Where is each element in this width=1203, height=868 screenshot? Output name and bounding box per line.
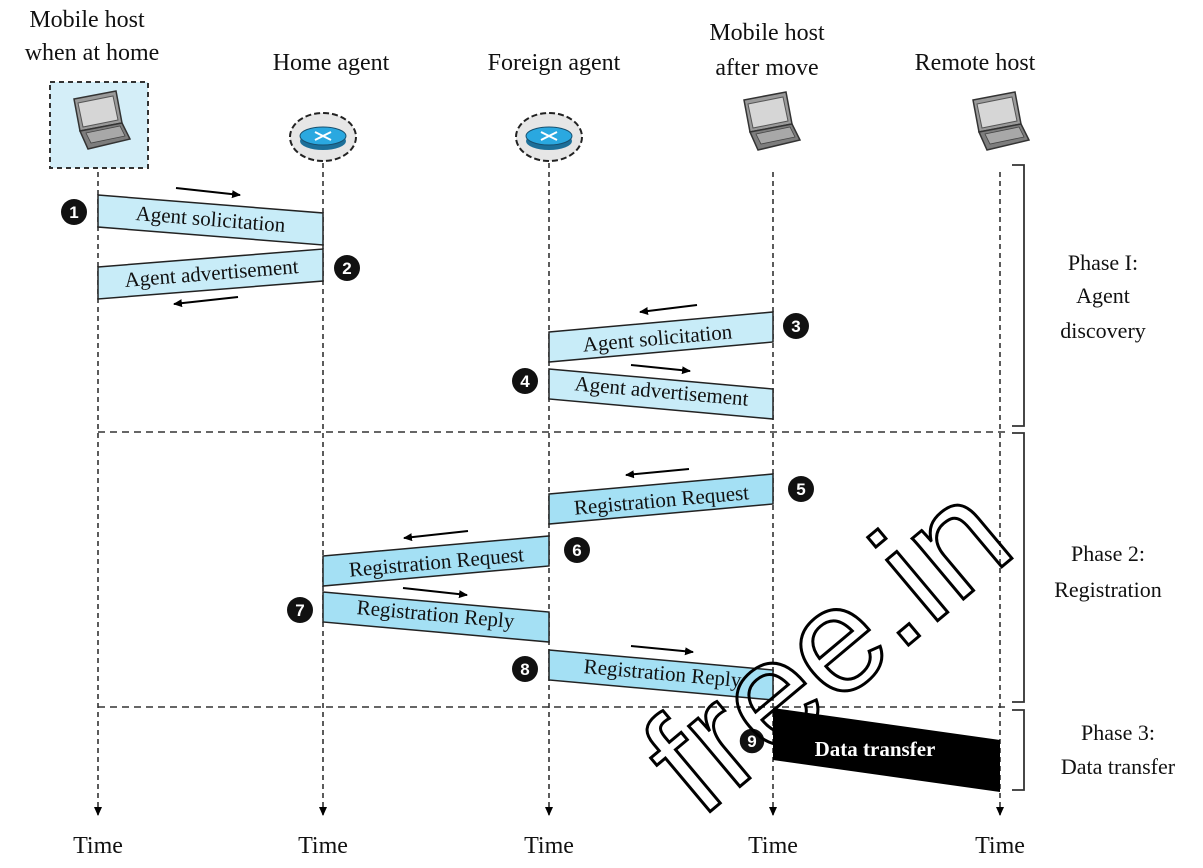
direction-arrow [630, 364, 691, 375]
step-badge [334, 255, 360, 281]
entity-name-home-agent: Home agent [273, 50, 390, 76]
phase-bracket [1012, 709, 1025, 791]
message-7: Registration Reply 7 [287, 587, 550, 643]
phase-line1: Phase I: [1068, 250, 1138, 275]
message-5: Registration Request 5 [548, 468, 814, 525]
direction-arrow [402, 587, 468, 599]
phase-line1: Phase 2: [1071, 541, 1145, 566]
time-label: Time [73, 833, 123, 859]
step-badge [512, 656, 538, 682]
phase-line1: Phase 3: [1081, 720, 1155, 745]
phase-line2: Registration [1054, 577, 1162, 602]
time-label: Time [975, 833, 1025, 859]
entity-name-remote-host: Remote host [915, 50, 1036, 76]
direction-arrow [639, 304, 698, 315]
step-number: 4 [520, 372, 530, 391]
step-number: 9 [747, 732, 756, 751]
step-badge [61, 199, 87, 225]
entity-header-mobile-home: Mobile host when at home [25, 7, 160, 66]
message-9: Data transfer 9 [738, 708, 1000, 792]
message-4: Agent advertisement 4 [512, 364, 774, 420]
message-label: Data transfer [815, 737, 936, 761]
step-badge [512, 368, 538, 394]
entity-name-line2: after move [715, 55, 818, 81]
direction-arrow [403, 530, 469, 542]
entity-name-line1: Mobile host [709, 20, 825, 46]
time-label: Time [748, 833, 798, 859]
time-label: Time [524, 833, 574, 859]
step-number: 1 [69, 203, 78, 222]
message-2: Agent advertisement 2 [97, 248, 360, 308]
step-number: 6 [572, 541, 581, 560]
step-badge [287, 597, 313, 623]
entity-name-foreign-agent: Foreign agent [488, 50, 621, 76]
message-3: Agent solicitation 3 [548, 304, 809, 363]
router-icon [515, 112, 583, 162]
phase-bracket [1012, 432, 1025, 703]
message-6: Registration Request 6 [322, 530, 590, 587]
phase-label-2: Phase 2: Registration [1054, 541, 1162, 602]
router-icon [289, 112, 357, 162]
phase-line2: Agent [1076, 283, 1130, 308]
phase-separators [98, 431, 1010, 708]
step-number: 2 [342, 259, 351, 278]
step-badge [783, 313, 809, 339]
direction-arrow [173, 296, 239, 308]
phase-bracket [1012, 164, 1025, 427]
time-label: Time [298, 833, 348, 859]
step-badge [564, 537, 590, 563]
phase-label-3: Phase 3: Data transfer [1061, 720, 1176, 779]
step-number: 7 [295, 601, 304, 620]
step-number: 8 [520, 660, 529, 679]
direction-arrow [625, 468, 690, 479]
step-number: 3 [791, 317, 800, 336]
message-1: Agent solicitation 1 [61, 187, 324, 246]
laptop-icon [972, 91, 1030, 151]
entity-name-line2: when at home [25, 40, 160, 66]
direction-arrow [175, 187, 241, 199]
phase-label-1: Phase I: Agent discovery [1060, 250, 1146, 343]
direction-arrow [630, 645, 694, 656]
step-badge [738, 727, 766, 755]
entity-name-line1: Mobile host [29, 7, 145, 33]
phase-braces [1012, 164, 1025, 791]
phase-line3: discovery [1060, 318, 1146, 343]
step-number: 5 [796, 480, 805, 499]
step-badge [788, 476, 814, 502]
phase-line2: Data transfer [1061, 754, 1176, 779]
entity-header-mobile-after-move: Mobile host after move [709, 20, 825, 81]
laptop-icon [743, 91, 801, 151]
